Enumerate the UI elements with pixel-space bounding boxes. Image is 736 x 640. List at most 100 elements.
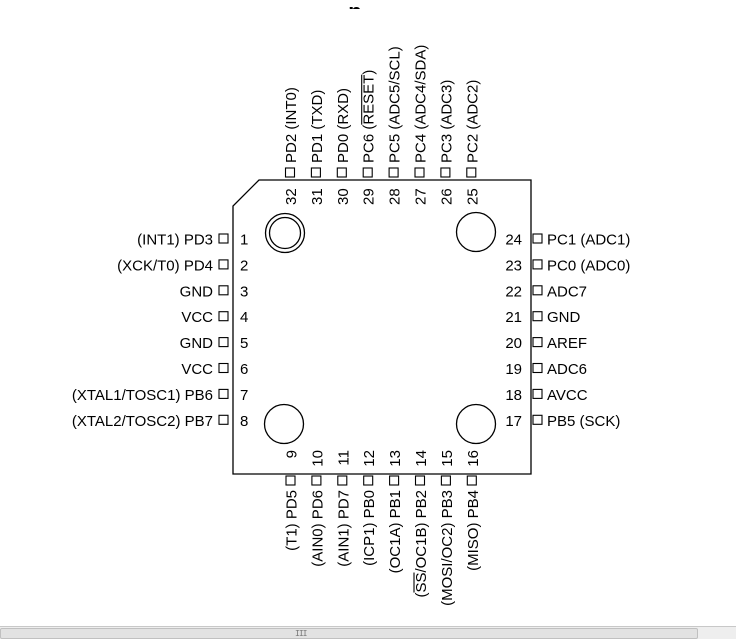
pin-pad-right <box>532 285 543 296</box>
pin-label: PD1 (TXD) <box>309 90 326 163</box>
pin-label: AREF <box>547 335 587 352</box>
corner-dimple-top-right <box>455 211 497 253</box>
pin-pad-bottom <box>466 475 477 486</box>
pin-label: PB5 (SCK) <box>547 413 620 430</box>
pin-number: 23 <box>505 257 522 274</box>
pin-label: (INT1) PD3 <box>137 232 213 249</box>
pin-label: AVCC <box>547 387 588 404</box>
pin-pad-left <box>218 388 229 399</box>
pin-pad-left <box>218 414 229 425</box>
scrollbar-thumb[interactable]: III <box>0 628 698 639</box>
pin-number: 27 <box>413 188 430 205</box>
pin-pad-right <box>532 337 543 348</box>
pin-pad-bottom <box>337 475 348 486</box>
pin-pad-top <box>336 167 347 178</box>
pin-pad-bottom <box>285 475 296 486</box>
pin-pad-right <box>532 362 543 374</box>
pin-label: ADC7 <box>547 283 587 300</box>
pin-label: PD0 (RXD) <box>335 88 352 163</box>
pin-pad-left <box>218 259 229 270</box>
pin-number: 4 <box>240 309 248 326</box>
pin-number: 20 <box>505 335 522 352</box>
pin-pad-right <box>532 233 543 244</box>
pin-pad-left <box>218 233 229 244</box>
pin-pad-left <box>218 337 229 348</box>
pin-pad-top <box>440 167 451 178</box>
pin-label: PC1 (ADC1) <box>547 232 630 249</box>
pin-label: GND <box>180 283 214 300</box>
pin-pad-top <box>414 167 425 178</box>
pin-label: PC5 (ADC5/SCL) <box>387 46 404 163</box>
pin-number: 6 <box>240 361 248 378</box>
pin-number: 32 <box>283 188 300 205</box>
horizontal-scrollbar[interactable]: III <box>0 626 736 639</box>
pin-number: 1 <box>240 232 248 249</box>
pin-number: 30 <box>335 188 352 205</box>
pin-label: (AIN0) PD6 <box>309 490 326 567</box>
pin-pad-top <box>284 167 296 178</box>
pin-pad-top <box>466 167 477 178</box>
pin-label: (XTAL2/TOSC2) PB7 <box>72 413 213 430</box>
pin-label: (SS/OC1B) PB2 <box>413 490 430 598</box>
pin-number: 22 <box>505 283 522 300</box>
pin-number: 15 <box>439 450 456 467</box>
chip-package-outline <box>232 179 532 475</box>
pin1-marker-outer <box>264 212 306 254</box>
pin1-marker-inner <box>268 216 302 250</box>
pin-number: 24 <box>505 232 522 249</box>
pin-label: PD2 (INT0) <box>283 87 300 163</box>
pin-number: 8 <box>240 413 248 430</box>
page-title-fragment: , p <box>336 0 362 24</box>
pin-number: 28 <box>387 188 404 205</box>
pin-label: (XCK/T0) PD4 <box>117 257 213 274</box>
pin-label: PC6 (RESET) <box>361 70 378 163</box>
pin-number: 25 <box>464 188 481 205</box>
pin-number: 14 <box>413 450 430 467</box>
pin-pad-top <box>388 167 399 178</box>
pin-label: PC2 (ADC2) <box>464 80 481 163</box>
pin-pad-right <box>532 388 543 399</box>
pin-number: 5 <box>240 335 248 352</box>
pin-pad-bottom <box>440 475 451 486</box>
pin-label: PC3 (ADC3) <box>438 80 455 163</box>
corner-dimple-bottom-left <box>263 403 305 445</box>
pin-label: PC0 (ADC0) <box>547 257 630 274</box>
pin-number: 18 <box>505 387 522 404</box>
pin-pad-bottom <box>311 475 322 486</box>
pin-number: 26 <box>438 188 455 205</box>
pin-number: 2 <box>240 257 248 274</box>
pin-label: GND <box>547 309 581 326</box>
pin-label: (ICP1) PB0 <box>361 490 378 566</box>
pin-pad-right <box>532 311 543 322</box>
pin-pad-bottom <box>389 475 400 486</box>
scrollbar-track-end[interactable] <box>700 628 736 639</box>
pin-number: 12 <box>361 450 378 467</box>
pin-label: (T1) PD5 <box>284 490 301 551</box>
pin-pad-right <box>532 414 543 425</box>
pin-label: GND <box>180 335 214 352</box>
pin-label: PC4 (ADC4/SDA) <box>413 45 430 163</box>
pin-label: ADC6 <box>547 361 587 378</box>
pin-pad-right <box>532 259 543 270</box>
pin-label: VCC <box>181 309 213 326</box>
pin-pad-left <box>218 362 229 374</box>
pin-pad-bottom <box>363 475 374 486</box>
pin-label: (AIN1) PD7 <box>335 490 352 567</box>
pin-number: 29 <box>361 188 378 205</box>
pin-number: 16 <box>465 450 482 467</box>
pin-label: (MOSI/OC2) PB3 <box>439 490 456 606</box>
pin-pad-top <box>362 167 373 178</box>
pin-pad-bottom <box>414 475 426 486</box>
pin-number: 3 <box>240 283 248 300</box>
scrollbar-grip: III <box>295 629 307 638</box>
pin-number: 10 <box>309 450 326 467</box>
pin-label: VCC <box>181 361 213 378</box>
pin-number: 11 <box>335 450 352 466</box>
pin-pad-top <box>310 167 321 178</box>
pin-number: 21 <box>505 309 522 326</box>
pin-number: 9 <box>284 450 301 458</box>
pin-number: 13 <box>387 450 404 467</box>
pin-number: 19 <box>505 361 522 378</box>
